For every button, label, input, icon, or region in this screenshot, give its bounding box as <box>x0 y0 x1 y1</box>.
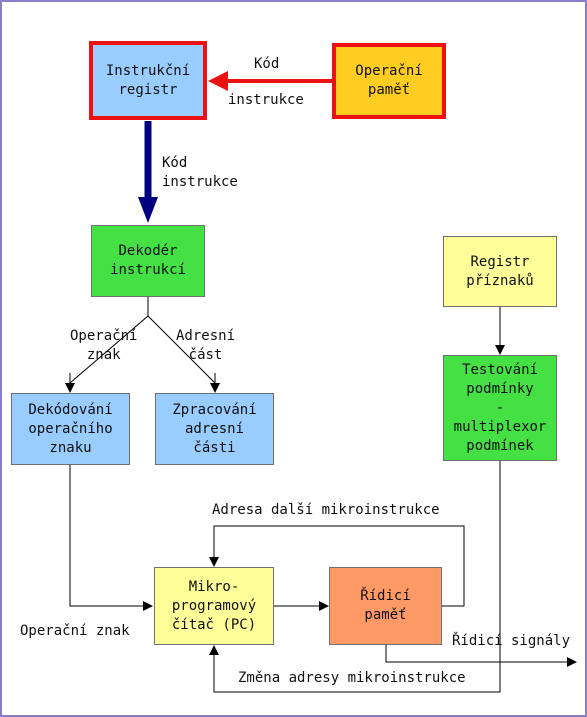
label-instruction-code: Kód instrukce <box>162 155 238 190</box>
address-processing-box: Zpracování adresní části <box>155 393 274 465</box>
arrow-address-change <box>209 461 501 693</box>
label-opcode: Operační znak <box>70 328 138 363</box>
label-address-change: Změna adresy mikroinstrukce <box>238 670 466 686</box>
arrow-register-to-decoder <box>138 121 158 223</box>
instruction-decoder-box: Dekodér instrukcí <box>91 225 205 297</box>
label-opcode-input: Operační znak <box>20 623 130 639</box>
opcode-decoding-box: Dekódování operačního znaku <box>11 393 130 465</box>
arrow-opcode-to-counter <box>69 465 153 611</box>
label-next-microinstruction-address: Adresa další mikroinstrukce <box>212 502 440 518</box>
microprogram-counter-box: Mikro- programový čítač (PC) <box>154 567 274 645</box>
arrow-decoder-to-address-processing <box>147 315 220 393</box>
arrow-memory-to-register <box>208 71 333 91</box>
instruction-register-box: Instrukční registr <box>89 41 207 120</box>
label-address-part: Adresní část <box>176 328 236 363</box>
arrow-decoder-to-opcode-decoding <box>65 297 149 393</box>
flag-register-box: Registr příznaků <box>443 236 557 307</box>
control-memory-box: Řídicí paměť <box>329 567 442 645</box>
operation-memory-box: Operační paměť <box>332 43 446 119</box>
label-control-signals: Řídicí signály <box>452 633 571 649</box>
condition-test-box: Testování podmínky - multiplexor podmíne… <box>443 355 557 461</box>
arrow-next-address-loop <box>209 525 465 607</box>
arrow-control-signals <box>385 645 577 667</box>
label-code: Kód <box>254 56 280 72</box>
label-instruction: instrukce <box>228 92 304 108</box>
